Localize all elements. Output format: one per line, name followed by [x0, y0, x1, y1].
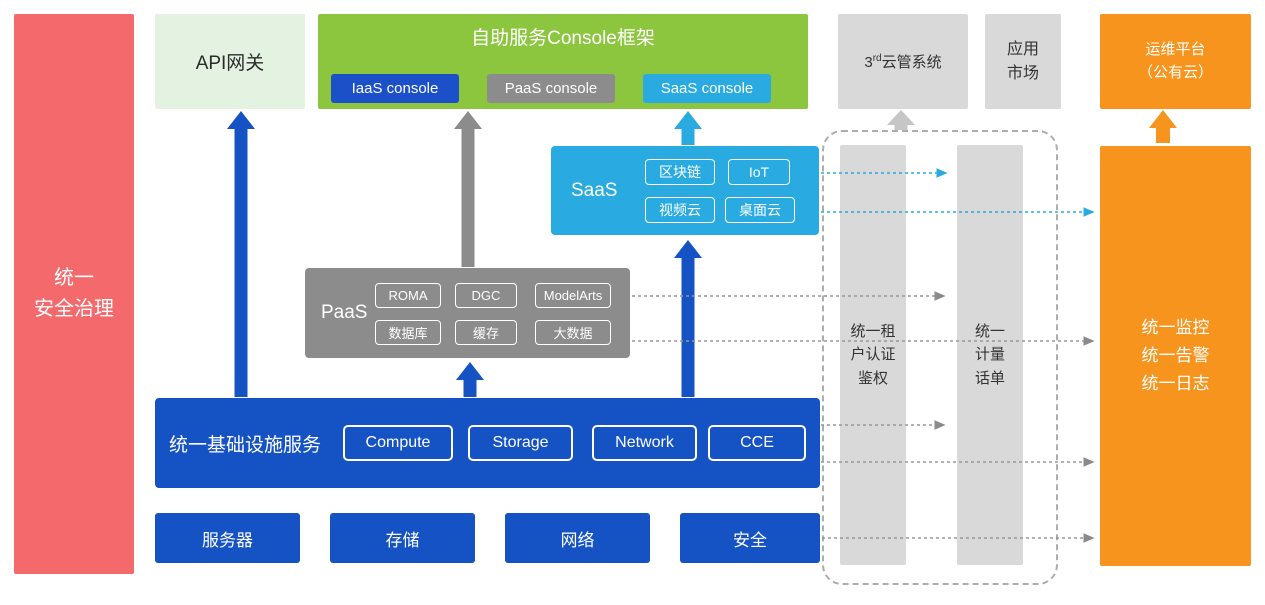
- bottom-box-storage: 存储: [330, 513, 475, 563]
- infra-chip-compute: Compute: [343, 425, 453, 461]
- api-gateway-box: API网关: [155, 14, 305, 109]
- infra-chip-network: Network: [592, 425, 697, 461]
- shared-services-frame: [822, 130, 1058, 585]
- saas-chip-blockchain: 区块链: [645, 159, 715, 185]
- tenant-auth-bar: 统一租 户认证 鉴权: [840, 145, 906, 565]
- infra-chip-storage: Storage: [468, 425, 573, 461]
- infrastructure-label: 统一基础设施服务: [169, 434, 322, 456]
- om-platform-box: 运维平台 （公有云）: [1100, 14, 1251, 109]
- saas-chip-video-cloud: 视频云: [645, 197, 715, 223]
- saas-chip-desktop-cloud: 桌面云: [725, 197, 795, 223]
- saas-box: SaaS 区块链 IoT 视频云 桌面云: [551, 146, 819, 235]
- console-framework-title: 自助服务Console框架: [471, 28, 655, 49]
- bottom-box-network: 网络: [505, 513, 650, 563]
- bottom-box-security: 安全: [680, 513, 820, 563]
- arrow-paas-to-console-icon: [454, 111, 482, 267]
- metering-bar: 统一 计量 话单: [957, 145, 1023, 565]
- iaas-console-button: IaaS console: [331, 74, 459, 103]
- arrow-monitor-to-om-icon: [1149, 110, 1177, 143]
- security-governance-bar: 统一 安全治理: [14, 14, 134, 574]
- saas-chip-iot: IoT: [728, 159, 790, 185]
- paas-chip-cache: 缓存: [455, 320, 517, 345]
- arrow-frame-to-3rd-icon: [887, 110, 915, 130]
- paas-chip-modelarts: ModelArts: [535, 283, 611, 308]
- console-framework-box: 自助服务Console框架 IaaS console PaaS console …: [318, 14, 808, 109]
- paas-chip-bigdata: 大数据: [535, 320, 611, 345]
- paas-box: PaaS ROMA DGC ModelArts 数据库 缓存 大数据: [305, 268, 630, 358]
- third-party-cloud-box: 3rd云管系统: [838, 14, 968, 109]
- paas-chip-database: 数据库: [375, 320, 441, 345]
- paas-chip-dgc: DGC: [455, 283, 517, 308]
- infrastructure-bar: 统一基础设施服务 Compute Storage Network CCE: [155, 398, 820, 488]
- monitoring-bar: 统一监控 统一告警 统一日志: [1100, 146, 1251, 566]
- saas-console-button: SaaS console: [643, 74, 771, 103]
- saas-label: SaaS: [571, 179, 618, 201]
- paas-label: PaaS: [321, 302, 368, 323]
- paas-console-button: PaaS console: [487, 74, 615, 103]
- arrow-saas-to-console-icon: [674, 111, 702, 145]
- arrow-infra-to-paas-icon: [456, 362, 484, 397]
- app-market-box: 应用 市场: [985, 14, 1061, 109]
- arrow-infra-to-saas-icon: [674, 240, 702, 397]
- arrow-infra-to-api-icon: [227, 111, 255, 397]
- bottom-box-server: 服务器: [155, 513, 300, 563]
- paas-chip-roma: ROMA: [375, 283, 441, 308]
- third-party-label: 3rd云管系统: [864, 53, 942, 71]
- infra-chip-cce: CCE: [708, 425, 806, 461]
